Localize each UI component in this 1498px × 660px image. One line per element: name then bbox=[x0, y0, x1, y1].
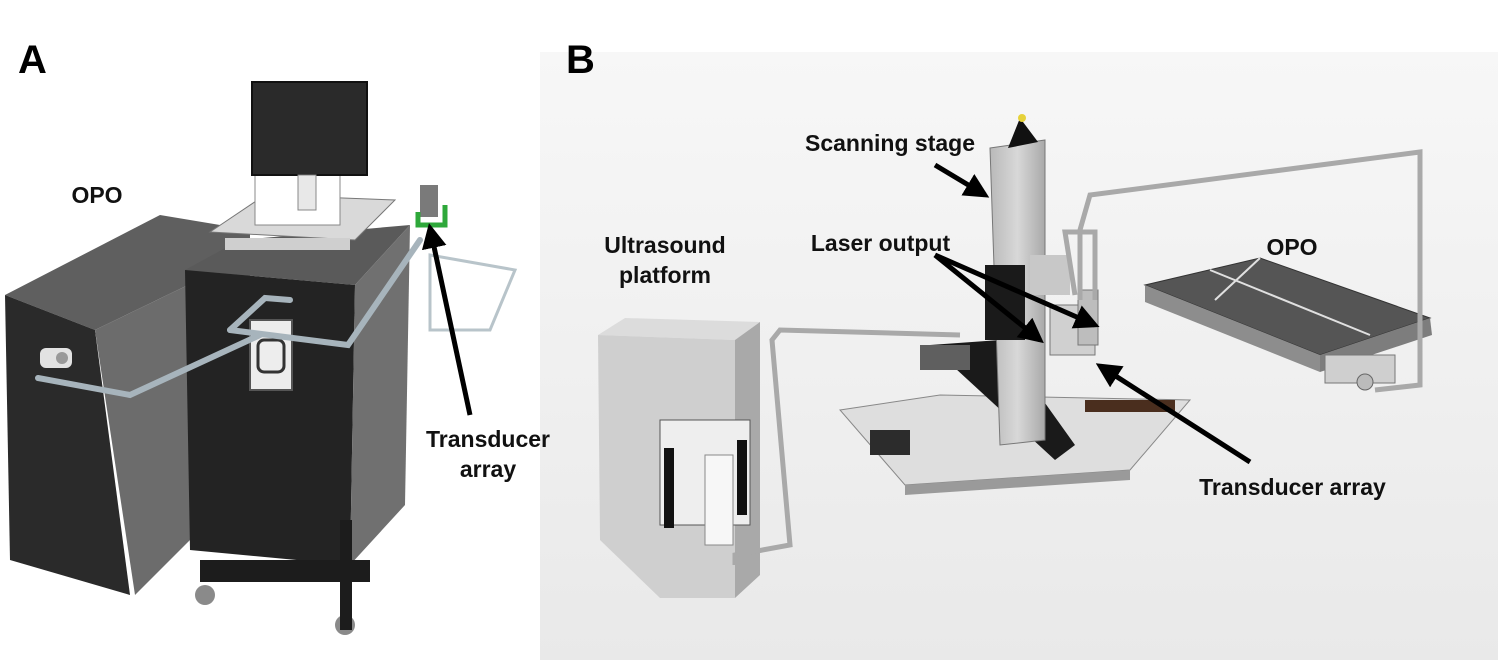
panel-a-transducer-line1: Transducer bbox=[426, 426, 550, 452]
workstation bbox=[208, 81, 397, 250]
tube-cabling bbox=[35, 237, 423, 399]
panel-a-letter: A bbox=[18, 38, 47, 82]
panel-a-transducer-label: Transducer array bbox=[408, 424, 568, 484]
panel-a-transducer-line2: array bbox=[459, 456, 517, 482]
panel-b-opo-label: OPO bbox=[1266, 234, 1318, 260]
ultrasound-line1: Ultrasound bbox=[604, 232, 726, 258]
transducer-holder bbox=[415, 185, 518, 332]
ultrasound-line2: platform bbox=[619, 262, 711, 288]
ultrasound-platform-label: Ultrasound platform bbox=[580, 230, 750, 290]
fiber-cabling bbox=[732, 149, 1423, 565]
panel-b-arrows bbox=[933, 162, 1252, 465]
panel-b-letter: B bbox=[566, 38, 595, 82]
panel-b-illustration bbox=[540, 52, 1498, 660]
panel-a-illustration bbox=[5, 81, 518, 635]
laser-output-arrow-1 bbox=[933, 253, 1044, 344]
transducer-arrow-b bbox=[1095, 363, 1252, 465]
opo-table bbox=[1143, 257, 1432, 391]
ultrasound-platform bbox=[598, 318, 760, 598]
laser-cart bbox=[185, 225, 410, 635]
transducer-arrow-a bbox=[421, 223, 473, 416]
panel-b-transducer-label: Transducer array bbox=[1199, 474, 1386, 500]
laser-output-label: Laser output bbox=[810, 230, 951, 256]
scanning-stage-arrow bbox=[933, 162, 990, 198]
laser-output-arrow-2 bbox=[933, 252, 1100, 329]
scanning-stage-label: Scanning stage bbox=[805, 130, 975, 156]
panel-a-opo-label: OPO bbox=[71, 182, 123, 208]
